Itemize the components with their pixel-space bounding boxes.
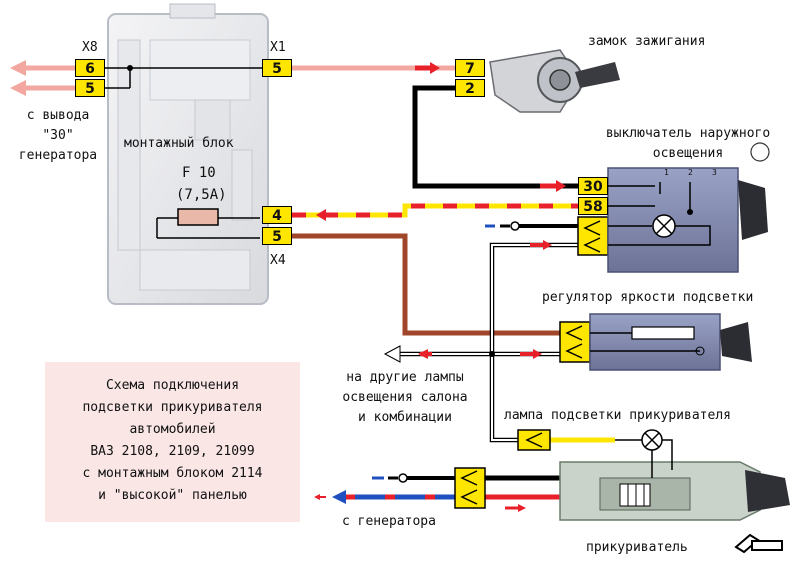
caption-line: ВАЗ 2108, 2109, 21099 <box>90 444 255 459</box>
label-switch-pos3: 3 <box>712 168 717 177</box>
wire-x1-to-ignition <box>292 62 455 74</box>
wire-white-distribution <box>383 240 578 443</box>
wire-from-gen30 <box>10 60 262 96</box>
label-from30-line3: генератора <box>18 148 98 163</box>
caption-line: подсветки прикуривателя <box>82 400 263 415</box>
label-x8: X8 <box>82 40 98 55</box>
wire-x4-5-to-dimmer <box>292 233 560 336</box>
label-x4: X4 <box>270 253 286 268</box>
label-other-lamps-line3: и комбинации <box>358 410 452 425</box>
wire-x4-4-to-switch58 <box>292 203 580 221</box>
pin-x8-6: 6 <box>75 59 105 77</box>
label-from30-line2: "30" <box>42 128 74 143</box>
wire-ignition-to-switch <box>412 85 580 192</box>
label-from30-line1: с вывода <box>26 108 90 123</box>
label-light-switch-line2: освещения <box>652 146 724 161</box>
label-mounting-block: монтажный блок <box>124 136 234 151</box>
pin-ignition-2: 2 <box>455 79 485 97</box>
pin-x8-5: 5 <box>75 79 105 97</box>
label-fuse-name: F 10 <box>182 165 216 181</box>
mounting-block <box>107 3 269 305</box>
connector-switch-lower <box>577 216 609 256</box>
label-fuse-rating: (7,5А) <box>176 187 227 203</box>
label-from-generator: с генератора <box>342 514 436 529</box>
label-other-lamps-line2: освещения салона <box>342 390 468 405</box>
label-lighter: прикуриватель <box>586 540 688 555</box>
pin-x4-4: 4 <box>262 206 292 224</box>
fuse-f10 <box>156 208 260 239</box>
connector-lamp <box>517 429 551 451</box>
ground-symbol-switch <box>485 221 580 231</box>
connector-dimmer <box>559 321 591 363</box>
label-other-lamps-line1: на другие лампы <box>346 370 464 385</box>
pin-switch-58: 58 <box>578 197 608 215</box>
caption-line: Схема подключения <box>105 378 240 393</box>
dimmer-device <box>589 313 752 371</box>
label-ignition: замок зажигания <box>588 34 706 49</box>
label-x1: X1 <box>270 40 286 55</box>
light-switch-device <box>607 142 770 273</box>
pin-switch-30: 30 <box>578 177 608 195</box>
label-light-switch-line1: выключатель наружного <box>605 126 771 141</box>
caption-line: автомобилей <box>129 422 216 437</box>
connector-lighter <box>454 467 486 509</box>
pin-x4-5: 5 <box>262 227 292 245</box>
label-switch-pos1: 1 <box>664 168 669 177</box>
caption-line: с монтажным блоком 2114 <box>82 466 263 481</box>
pin-x1-5: 5 <box>262 59 292 77</box>
pin-ignition-7: 7 <box>455 59 485 77</box>
label-dimmer: регулятор яркости подсветки <box>542 290 754 305</box>
wire-lighter <box>314 437 615 512</box>
label-lighter-lamp: лампа подсветки прикуривателя <box>504 408 731 423</box>
lighter-illustration <box>559 429 790 554</box>
ignition-lock-illustration <box>489 49 620 113</box>
label-switch-pos2: 2 <box>688 168 693 177</box>
caption-line: и "высокой" панелью <box>98 488 247 503</box>
caption-box: Схема подключения подсветки прикуривател… <box>45 362 300 522</box>
